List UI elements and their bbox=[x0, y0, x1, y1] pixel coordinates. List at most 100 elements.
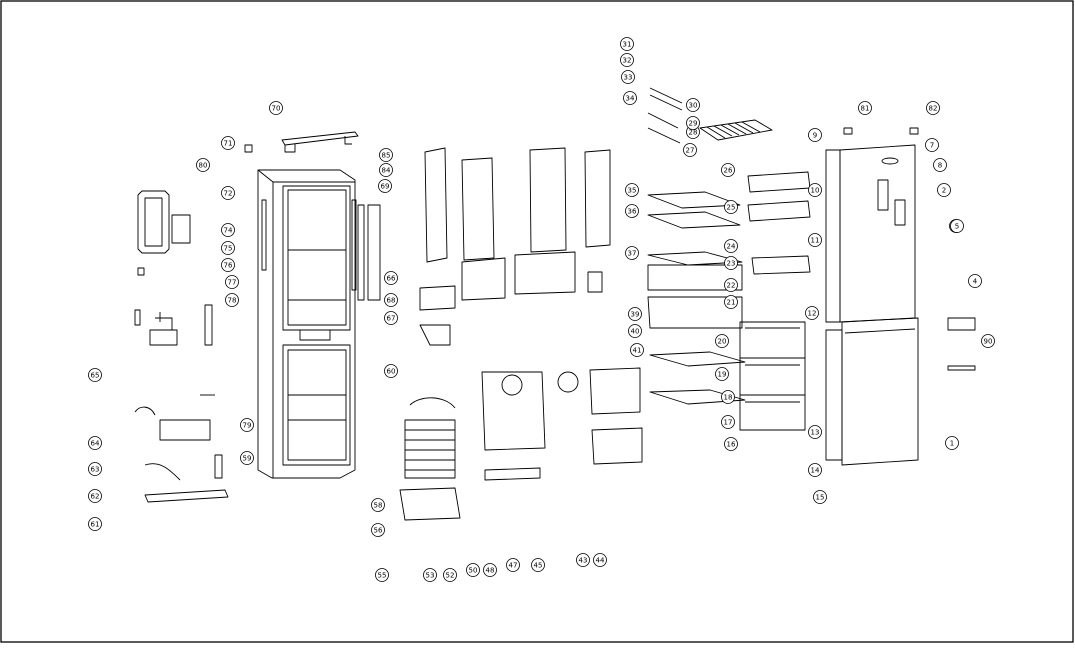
callout-circle bbox=[384, 271, 398, 285]
callout-number: 21 bbox=[727, 299, 736, 307]
callout-number: 17 bbox=[724, 419, 733, 427]
callout-27: 27 bbox=[683, 143, 697, 157]
callout-circle bbox=[88, 489, 102, 503]
callout-number: 22 bbox=[727, 282, 736, 290]
callout-number: 13 bbox=[811, 429, 820, 437]
callout-circle bbox=[808, 183, 822, 197]
callout-number: 18 bbox=[724, 394, 733, 402]
doors bbox=[825, 127, 976, 466]
callout-17: 17 bbox=[721, 415, 735, 429]
callout-number: 62 bbox=[91, 493, 100, 501]
callout-number: 66 bbox=[387, 275, 396, 283]
callout-22: 22 bbox=[724, 278, 738, 292]
callout-number: 5 bbox=[955, 223, 959, 231]
callout-circle bbox=[466, 563, 480, 577]
callout-circle bbox=[628, 324, 642, 338]
callout-circle bbox=[925, 138, 939, 152]
callout-41: 41 bbox=[630, 343, 644, 357]
callout-number: 7 bbox=[930, 142, 934, 150]
callout-circle bbox=[384, 293, 398, 307]
evaporator-assembly bbox=[399, 367, 643, 521]
callout-circle bbox=[968, 274, 982, 288]
callout-number: 68 bbox=[387, 297, 396, 305]
callout-circle bbox=[221, 136, 235, 150]
callout-circle bbox=[506, 558, 520, 572]
callout-number: 58 bbox=[374, 502, 383, 510]
callout-circle bbox=[88, 368, 102, 382]
callout-number: 37 bbox=[628, 250, 637, 258]
callout-number: 28 bbox=[689, 129, 698, 137]
callout-24: 24 bbox=[724, 239, 738, 253]
callout-69: 69 bbox=[378, 179, 392, 193]
callout-circle bbox=[625, 204, 639, 218]
callout-circle bbox=[620, 53, 634, 67]
callout-40: 40 bbox=[628, 324, 642, 338]
callout-circle bbox=[620, 37, 634, 51]
callout-number: 35 bbox=[628, 187, 637, 195]
callout-84: 84 bbox=[379, 163, 393, 177]
callout-number: 56 bbox=[374, 527, 383, 535]
callout-61: 61 bbox=[88, 517, 102, 531]
callout-number: 65 bbox=[91, 372, 100, 380]
callout-circle bbox=[950, 219, 964, 233]
callout-circle bbox=[724, 239, 738, 253]
callout-circle bbox=[808, 463, 822, 477]
callout-number: 55 bbox=[378, 572, 387, 580]
callout-circle bbox=[240, 418, 254, 432]
callout-circle bbox=[858, 101, 872, 115]
callout-43: 43 bbox=[576, 553, 590, 567]
callout-number: 69 bbox=[381, 183, 390, 191]
callout-circle bbox=[375, 568, 389, 582]
callout-31: 31 bbox=[620, 37, 634, 51]
callout-48: 48 bbox=[483, 563, 497, 577]
callout-circle bbox=[813, 490, 827, 504]
callout-number: 52 bbox=[446, 572, 455, 580]
callout-10: 10 bbox=[808, 183, 822, 197]
callout-circle bbox=[808, 425, 822, 439]
callout-35: 35 bbox=[625, 183, 639, 197]
callout-56: 56 bbox=[371, 523, 385, 537]
callout-13: 13 bbox=[808, 425, 822, 439]
callout-18: 18 bbox=[721, 390, 735, 404]
callout-circle bbox=[805, 306, 819, 320]
callout-circle bbox=[593, 553, 607, 567]
callout-2: 2 bbox=[937, 183, 951, 197]
callout-number: 82 bbox=[929, 105, 938, 113]
callout-circle bbox=[483, 563, 497, 577]
callout-circle bbox=[686, 116, 700, 130]
callout-circle bbox=[88, 462, 102, 476]
callout-number: 33 bbox=[624, 74, 633, 82]
callout-number: 78 bbox=[228, 297, 237, 305]
callout-circle bbox=[926, 101, 940, 115]
callout-circle bbox=[686, 98, 700, 112]
callout-circle bbox=[721, 390, 735, 404]
callout-circle bbox=[621, 70, 635, 84]
callout-circle bbox=[808, 233, 822, 247]
callout-circle bbox=[379, 148, 393, 162]
callout-67: 67 bbox=[384, 311, 398, 325]
callout-19: 19 bbox=[715, 367, 729, 381]
callout-number: 43 bbox=[579, 557, 588, 565]
callout-number: 20 bbox=[718, 338, 727, 346]
callout-number: 14 bbox=[811, 467, 820, 475]
callout-21: 21 bbox=[724, 295, 738, 309]
callout-circle bbox=[724, 437, 738, 451]
callout-66: 66 bbox=[384, 271, 398, 285]
callout-number: 40 bbox=[631, 328, 640, 336]
callout-circle bbox=[724, 278, 738, 292]
callout-number: 23 bbox=[727, 260, 736, 268]
callout-44: 44 bbox=[593, 553, 607, 567]
callout-circle bbox=[625, 183, 639, 197]
callout-number: 50 bbox=[469, 567, 478, 575]
callout-8: 8 bbox=[933, 158, 947, 172]
callout-number: 31 bbox=[623, 41, 632, 49]
callout-number: 84 bbox=[382, 167, 391, 175]
callout-circle bbox=[88, 436, 102, 450]
callout-70: 70 bbox=[269, 101, 283, 115]
callout-number: 75 bbox=[224, 245, 233, 253]
callout-number: 39 bbox=[631, 311, 640, 319]
callout-number: 4 bbox=[973, 278, 978, 286]
callout-circle bbox=[221, 186, 235, 200]
callout-circle bbox=[625, 246, 639, 260]
